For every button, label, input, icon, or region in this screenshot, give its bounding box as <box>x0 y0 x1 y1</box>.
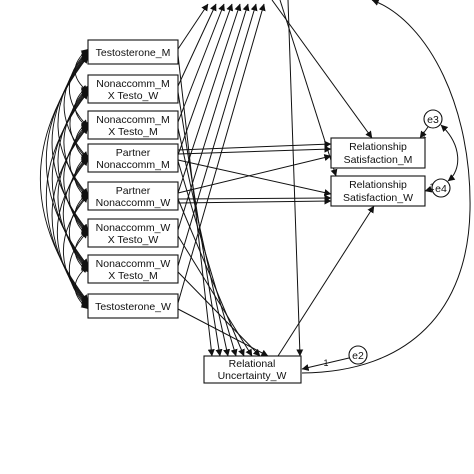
variable-label-line2: X Testo_M <box>108 126 157 138</box>
variable-label-line2: X Testo_M <box>108 270 157 282</box>
regression-path <box>287 0 304 357</box>
error-label: e2 <box>352 350 364 362</box>
weight-label-e3: 1 <box>421 130 426 140</box>
regression-path <box>177 154 332 194</box>
correlation-arc <box>63 124 89 234</box>
outcome-box-relational-uncertainty-w: Relational Uncertainty_W <box>203 355 302 384</box>
error-term-e4: e4 <box>431 178 451 198</box>
regression-path <box>177 194 332 202</box>
regression-path-upward <box>177 3 234 156</box>
variable-label: Testosterone_M <box>96 47 171 59</box>
regression-path-upward <box>177 3 258 267</box>
regression-paths <box>177 0 471 374</box>
outcome-label-line1: Relationship <box>349 141 407 153</box>
left-variable-boxes: Testosterone_M Nonaccomm_M X Testo_W Non… <box>87 39 179 319</box>
correlation-arc <box>51 90 89 268</box>
regression-path <box>177 197 332 205</box>
correlation-arc <box>62 195 89 307</box>
variable-label-line2: X Testo_W <box>108 90 159 102</box>
regression-path <box>277 205 375 357</box>
outcome-box-relationship-satisfaction-w: Relationship Satisfaction_W <box>330 175 426 207</box>
outcome-box-relationship-satisfaction-m: Relationship Satisfaction_M <box>330 137 426 169</box>
variable-label-line2: Nonaccomm_M <box>96 159 170 171</box>
regression-path <box>177 159 332 196</box>
outcome-label-line2: Satisfaction_W <box>343 192 413 204</box>
correlation-arcs <box>40 48 89 310</box>
variable-label-line2: X Testo_W <box>108 234 159 246</box>
weight-label-e2: 1 <box>323 358 328 368</box>
regression-curve <box>301 0 471 374</box>
regression-path-upward <box>177 3 266 304</box>
variable-label-line1: Nonaccomm_M <box>96 78 170 90</box>
correlation-arc <box>40 56 89 302</box>
regression-path-to-uncertainty <box>177 235 253 357</box>
error-label: e3 <box>427 114 439 126</box>
error-term-e2: e2 <box>348 345 368 365</box>
weight-label-e4: 1 <box>429 182 434 192</box>
variable-label: Testosterone_W <box>95 301 171 313</box>
outcome-label-line2: Uncertainty_W <box>218 370 287 382</box>
error-term-e3: e3 <box>423 109 443 129</box>
error-path-e2 <box>301 357 350 371</box>
error-path-e4 <box>424 185 433 193</box>
regression-path-upward <box>177 3 242 194</box>
correlation-arc <box>74 265 89 310</box>
variable-box-nonaccomm-m-x-testo-m: Nonaccomm_M X Testo_M <box>87 110 179 140</box>
variable-box-testosterone-m: Testosterone_M <box>87 39 179 65</box>
correlation-arc <box>51 53 89 232</box>
regression-path-upward <box>177 3 250 231</box>
outcome-label-line1: Relationship <box>349 179 407 191</box>
regression-path-to-uncertainty <box>177 308 269 357</box>
regression-path-to-uncertainty <box>177 271 261 357</box>
variable-box-partner-nonaccomm-m: Partner Nonaccomm_M <box>87 143 179 173</box>
correlation-arc <box>51 126 89 305</box>
variable-label-line2: Nonaccomm_W <box>96 197 171 209</box>
correlation-arc <box>63 88 89 197</box>
variable-box-nonaccomm-w-x-testo-m: Nonaccomm_W X Testo_M <box>87 254 179 284</box>
regression-path <box>177 145 332 155</box>
regression-path-upward <box>177 3 225 123</box>
outcome-label-line2: Satisfaction_M <box>344 154 413 166</box>
variable-label-line1: Partner <box>116 147 151 159</box>
correlation-arc <box>57 52 89 196</box>
outcome-label-line1: Relational <box>229 358 276 370</box>
regression-path-to-uncertainty <box>177 127 230 357</box>
regression-path-upward <box>177 3 217 87</box>
variable-label-line1: Partner <box>116 185 151 197</box>
variable-box-testosterone-w: Testosterone_W <box>87 293 179 319</box>
regression-path-to-uncertainty <box>177 160 238 357</box>
error-paths <box>301 124 459 371</box>
variable-box-nonaccomm-w-x-testo-w: Nonaccomm_W X Testo_W <box>87 218 179 248</box>
correlation-arc <box>62 157 89 270</box>
error-label: e4 <box>435 183 447 195</box>
variable-box-nonaccomm-m-x-testo-w: Nonaccomm_M X Testo_W <box>87 74 179 104</box>
correlation-arc <box>63 51 89 159</box>
regression-path <box>177 140 332 151</box>
error-path-e3 <box>419 126 429 139</box>
variable-label-line1: Nonaccomm_M <box>96 114 170 126</box>
regression-path-upward <box>177 3 209 50</box>
regression-path-to-uncertainty <box>177 198 245 357</box>
variable-label-line1: Nonaccomm_W <box>96 258 171 270</box>
variable-box-partner-nonaccomm-w: Partner Nonaccomm_W <box>87 181 179 211</box>
error-covariance-e3-e4 <box>440 124 459 182</box>
variable-label-line1: Nonaccomm_W <box>96 222 171 234</box>
